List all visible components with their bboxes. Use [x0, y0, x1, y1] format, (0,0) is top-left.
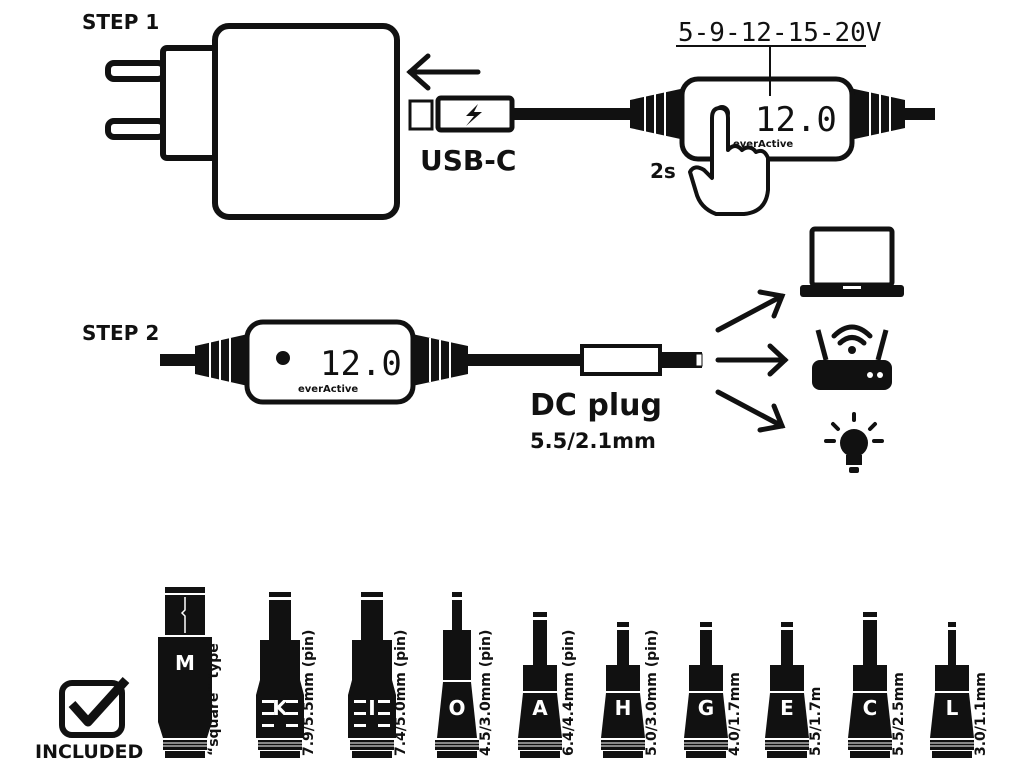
connector-tip-g: G 4.0/1.7mm — [684, 622, 743, 758]
lightning-icon — [466, 104, 482, 126]
arrows-to-devices — [715, 289, 789, 433]
voltage-display-step2: 12.0 — [320, 344, 402, 384]
usb-c-connector — [435, 95, 515, 133]
charger-prong-top — [105, 60, 167, 82]
dc-plug — [580, 344, 703, 376]
tip-size-label: 5.5/2.5mm — [891, 672, 907, 756]
tip-letter: E — [780, 696, 794, 720]
arrow-down-right-icon — [715, 389, 786, 433]
tip-size-label: 5.0/3.0mm (pin) — [644, 630, 660, 756]
checkbox-checked-icon — [59, 676, 130, 738]
arrow-up-right-icon — [715, 289, 786, 333]
tip-letter: O — [448, 696, 465, 720]
hold-time-label: 2s — [650, 159, 676, 183]
connector-tip-a: A 6.4/4.4mm (pin) — [518, 612, 577, 758]
tip-size-label: “square” type — [206, 643, 222, 756]
arrow-left-icon — [406, 53, 481, 91]
included-label: INCLUDED — [35, 741, 143, 763]
laptop-icon — [800, 226, 904, 297]
voltage-display-step1: 12.0 — [755, 100, 837, 140]
brand-logo-step1: everActive — [733, 139, 793, 150]
connector-tip-m: M “square” type — [158, 587, 222, 758]
connector-tip-c: C 5.5/2.5mm — [848, 612, 907, 758]
step1-label: STEP 1 — [82, 10, 159, 34]
wifi-router-icon — [812, 324, 892, 390]
tip-letter: G — [698, 696, 714, 720]
tip-size-label: 5.5/1.7m — [808, 687, 824, 756]
tip-size-label: 4.0/1.7mm — [727, 672, 743, 756]
tip-size-label: 7.4/5.0mm (pin) — [393, 630, 409, 756]
connector-tip-i: I 7.4/5.0mm (pin) — [348, 592, 409, 758]
brand-logo-step2: everActive — [298, 384, 358, 395]
tip-letter: L — [946, 696, 959, 720]
tip-letter: K — [272, 696, 289, 720]
cable-step2 — [160, 334, 582, 386]
usb-c-label: USB-C — [420, 144, 516, 177]
step2-label: STEP 2 — [82, 321, 159, 345]
connector-tip-l: L 3.0/1.1mm — [930, 622, 989, 758]
connector-tip-e: E 5.5/1.7m — [765, 622, 824, 758]
tip-size-label: 7.9/5.5mm (pin) — [301, 630, 317, 756]
tip-size-label: 6.4/4.4mm (pin) — [561, 630, 577, 756]
charger-prong-bottom — [105, 118, 167, 140]
usb-c-port — [408, 99, 434, 131]
arrow-right-icon — [715, 343, 789, 377]
voltage-options: 5-9-12-15-20V — [678, 18, 882, 48]
tip-letter: H — [615, 696, 632, 720]
voltage-module-step2 — [244, 319, 416, 405]
connector-tip-o: O 4.5/3.0mm (pin) — [435, 592, 494, 758]
wall-charger — [105, 23, 400, 220]
connector-tip-h: H 5.0/3.0mm (pin) — [601, 622, 660, 758]
charger-body — [212, 23, 400, 220]
tips-row: M “square” type K 7.9/5.5mm (pin) I 7.4/5.0mm… — [158, 587, 989, 758]
dc-plug-size: 5.5/2.1mm — [530, 429, 656, 453]
tip-size-label: 4.5/3.0mm (pin) — [478, 630, 494, 756]
light-bulb-icon — [824, 412, 884, 473]
cable-step1 — [512, 88, 935, 140]
tip-letter: A — [532, 696, 548, 720]
dc-plug-label: DC plug — [530, 388, 662, 423]
tip-letter: I — [368, 696, 375, 720]
connector-tip-k: K 7.9/5.5mm (pin) — [256, 592, 317, 758]
tip-letter: C — [863, 696, 878, 720]
tip-letter: M — [175, 651, 195, 675]
tip-size-label: 3.0/1.1mm — [973, 672, 989, 756]
hand-press-icon — [688, 106, 770, 216]
button-step2[interactable] — [276, 351, 290, 365]
